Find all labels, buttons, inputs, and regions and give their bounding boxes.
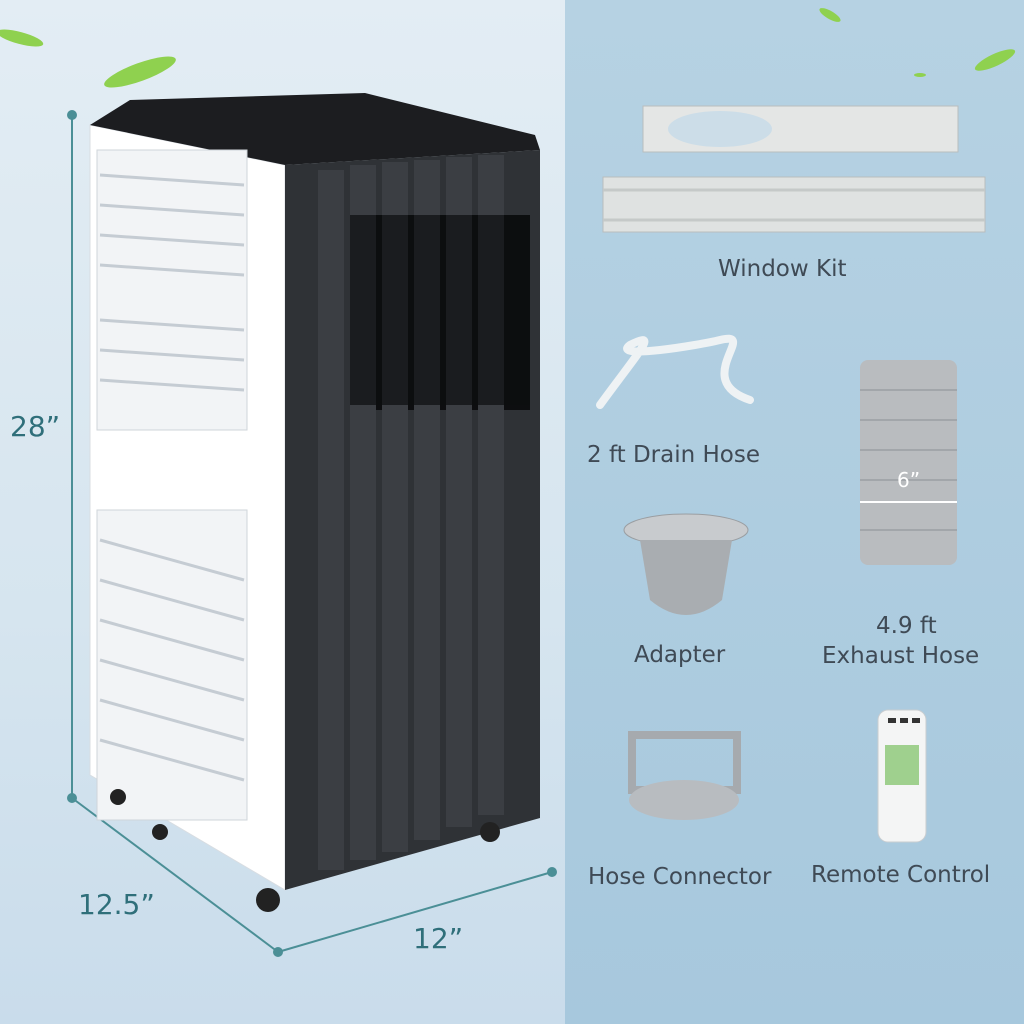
drain-hose-label: 2 ft Drain Hose (587, 442, 761, 468)
remote-control-label: Remote Control (811, 862, 991, 888)
depth-dimension: 12.5” (78, 888, 155, 921)
exhaust-hose-label: Exhaust Hose (822, 643, 980, 669)
exhaust-hose-length: 4.9 ft (876, 613, 937, 639)
window-kit-image (602, 105, 986, 233)
hose-connector-label: Hose Connector (588, 864, 772, 890)
exhaust-hose-image (860, 360, 957, 565)
adapter-label: Adapter (634, 642, 726, 668)
leaf-decoration (0, 8, 1016, 88)
dimension-lines (67, 110, 557, 957)
exhaust-hose-diameter: 6” (897, 468, 921, 492)
width-dimension: 12” (413, 922, 464, 955)
portable-air-conditioner (89, 93, 540, 912)
remote-control-image (877, 709, 927, 843)
adapter-image (623, 513, 749, 615)
window-kit-label: Window Kit (718, 256, 847, 282)
height-dimension: 28” (10, 410, 61, 443)
drain-hose-image (596, 334, 754, 409)
hose-connector-image (628, 731, 741, 820)
